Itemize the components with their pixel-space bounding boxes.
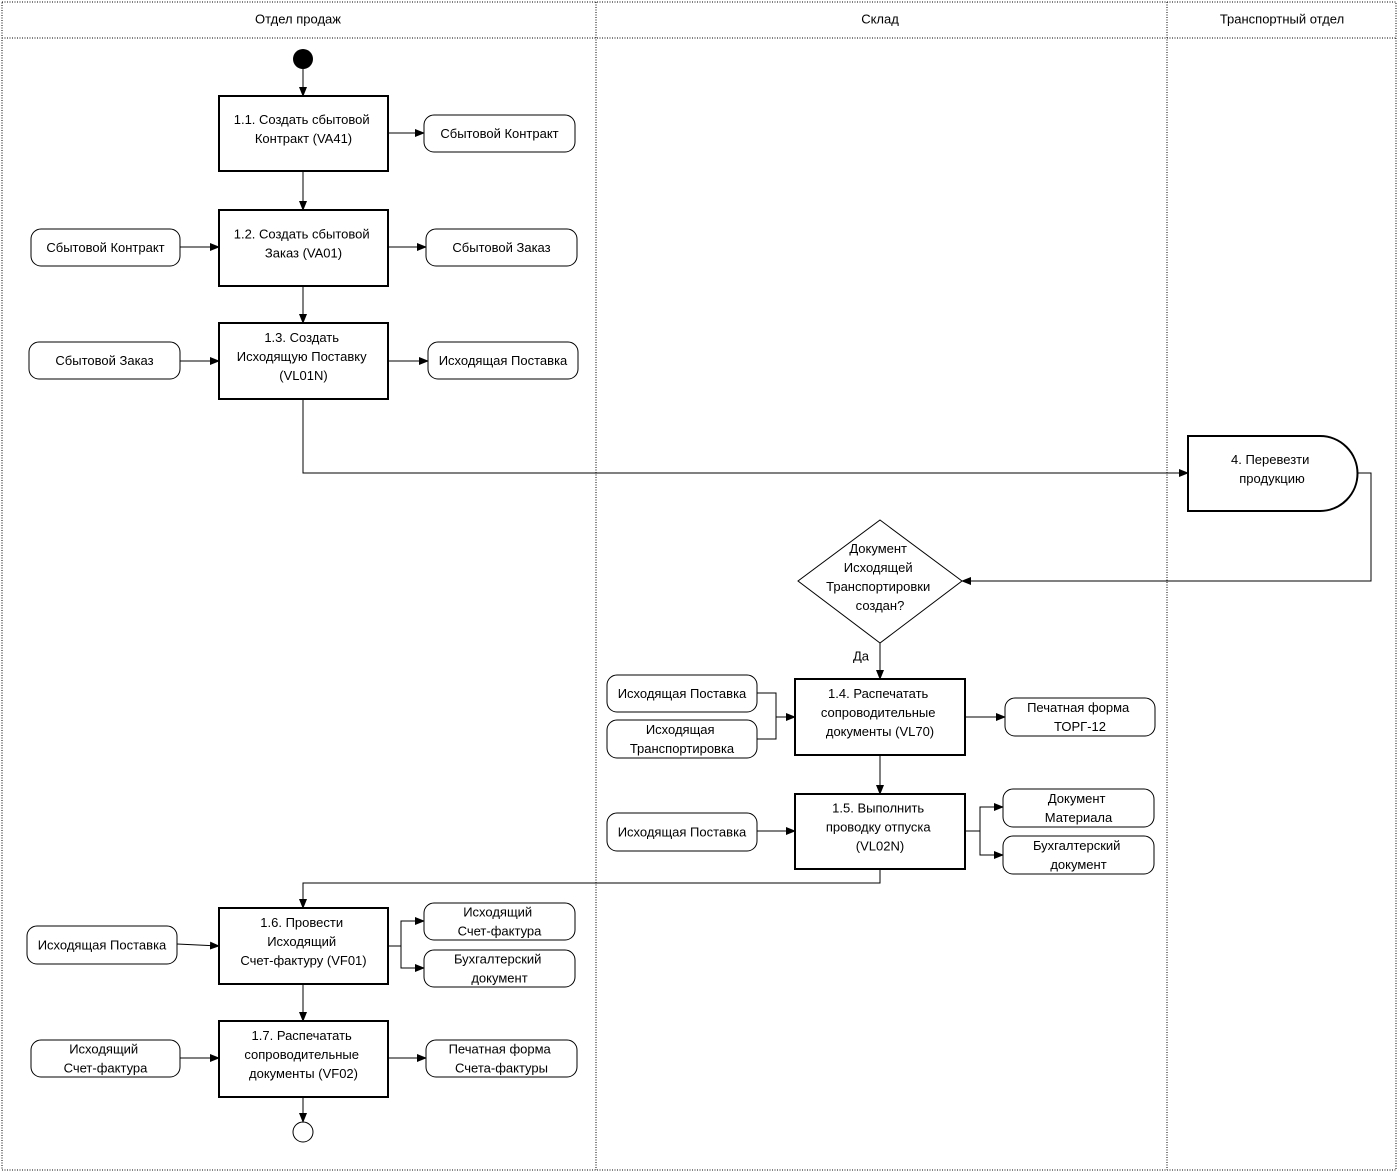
document-label: Исходящая Транспортировка: [630, 722, 735, 756]
process-step-1-7: 1.7. Распечатать сопроводительные докуме…: [218, 1020, 389, 1098]
edge-1-6-to-doc-b: [400, 946, 425, 972]
edge-1-5-to-doc-b: [979, 831, 1004, 859]
decision-transport-doc-created: Документ Исходящей Транспортировки созда…: [797, 519, 963, 644]
end-event: [292, 1121, 314, 1143]
document-label: Исходящая Поставка: [618, 825, 747, 840]
document-outbound-delivery-in-1-5: Исходящая Поставка: [606, 812, 758, 852]
document-outbound-delivery-in-1-6: Исходящая Поставка: [26, 925, 178, 965]
start-event: [293, 49, 313, 69]
document-accounting-document-1-5: Бухгалтерский документ: [1002, 835, 1155, 875]
connectors: [176, 69, 1372, 1123]
document-label: Печатная форма Счета-фактуры: [449, 1042, 555, 1076]
edge-1-3-to-4: [302, 399, 1189, 477]
step-label: 1.3. Создать Исходящую Поставку (VL01N): [237, 330, 370, 383]
document-outbound-delivery-in-1-4: Исходящая Поставка: [606, 674, 758, 713]
step-label: 1.7. Распечатать сопроводительные докуме…: [244, 1028, 362, 1081]
document-outbound-invoice-out: Исходящий Счет-фактура: [423, 902, 576, 941]
document-label: Бухгалтерский документ: [454, 952, 545, 986]
edge-doc-to-1-6: [176, 941, 220, 950]
document-label: Исходящая Поставка: [38, 938, 167, 953]
document-outbound-delivery-out: Исходящая Поставка: [427, 341, 579, 380]
step-label: 4. Перевезти продукцию: [1231, 452, 1313, 486]
step-label: 1.1. Создать сбытовой Контракт (VA41): [234, 112, 374, 146]
process-step-4: 4. Перевезти продукцию: [1187, 435, 1359, 512]
document-label: Исходящий Счет-фактура: [64, 1042, 149, 1076]
edge-doc-to-1-4-b: [757, 717, 777, 740]
step-label: 1.6. Провести Исходящий Счет-фактуру (VF…: [240, 915, 366, 968]
document-label: Исходящая Поставка: [439, 353, 568, 368]
process-step-1-3: 1.3. Создать Исходящую Поставку (VL01N): [218, 322, 389, 400]
document-label: Сбытовой Контракт: [46, 240, 164, 255]
process-step-1-2: 1.2. Создать сбытовой Заказ (VA01): [218, 209, 389, 287]
process-step-1-6: 1.6. Провести Исходящий Счет-фактуру (VF…: [218, 907, 389, 985]
document-sales-contract-out: Сбытовой Контракт: [423, 114, 576, 153]
edge-4-to-decision: [961, 472, 1372, 585]
edge-doc-to-1-4-a: [757, 692, 796, 721]
step-label: 1.5. Выполнить проводку отпуска (VL02N): [826, 801, 934, 854]
document-sales-order-in: Сбытовой Заказ: [28, 341, 181, 380]
document-sales-contract-in: Сбытовой Контракт: [30, 228, 181, 267]
document-label: Печатная форма ТОРГ-12: [1027, 700, 1133, 734]
document-label: Сбытовой Заказ: [452, 240, 550, 255]
document-label: Сбытовой Контракт: [440, 126, 558, 141]
step-label: 1.4. Распечатать сопроводительные докуме…: [821, 686, 939, 739]
process-step-1-1: 1.1. Создать сбытовой Контракт (VA41): [218, 95, 389, 172]
process-step-1-5: 1.5. Выполнить проводку отпуска (VL02N): [794, 793, 966, 870]
document-label: Документ Материала: [1045, 791, 1113, 825]
document-invoice-print-form: Печатная форма Счета-фактуры: [425, 1039, 578, 1078]
step-label: 1.2. Создать сбытовой Заказ (VA01): [234, 227, 374, 261]
document-label: Сбытовой Заказ: [55, 353, 153, 368]
document-outbound-transport-in: Исходящая Транспортировка: [606, 719, 758, 759]
lane-title-transport: Транспортный отдел: [1220, 11, 1344, 26]
edge-1-5-to-doc-a: [965, 803, 1004, 832]
edge-1-6-to-doc-a: [388, 917, 425, 947]
decision-yes-label: Да: [853, 648, 870, 663]
edge-1-5-to-1-6: [299, 869, 881, 909]
document-outbound-invoice-in: Исходящий Счет-фактура: [30, 1039, 181, 1078]
decision-label: Документ Исходящей Транспортировки созда…: [826, 541, 934, 613]
document-label: Бухгалтерский документ: [1033, 838, 1124, 872]
lane-title-warehouse: Склад: [861, 11, 899, 26]
lane-title-sales: Отдел продаж: [255, 11, 341, 26]
document-label: Исходящая Поставка: [618, 686, 747, 701]
process-step-1-4: 1.4. Распечатать сопроводительные докуме…: [794, 678, 966, 756]
document-sales-order-out: Сбытовой Заказ: [425, 228, 578, 267]
document-accounting-document-1-6: Бухгалтерский документ: [423, 949, 576, 988]
document-torg12-print-form: Печатная форма ТОРГ-12: [1004, 697, 1156, 737]
document-material-document: Документ Материала: [1002, 788, 1155, 828]
document-label: Исходящий Счет-фактура: [458, 905, 543, 939]
